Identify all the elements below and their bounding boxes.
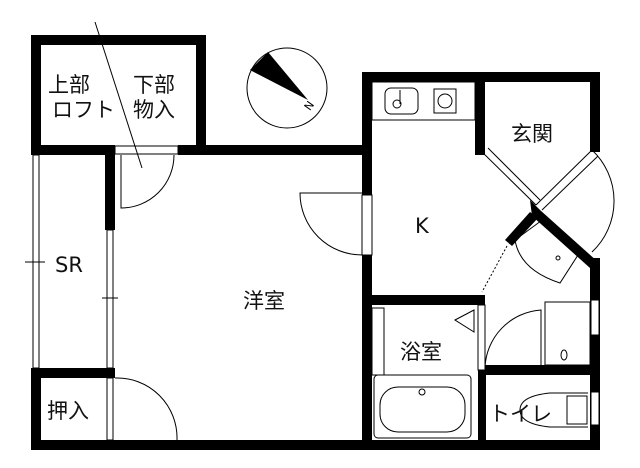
label-kitchen: K	[415, 214, 430, 238]
label-western-room: 洋室	[243, 289, 285, 313]
windows	[25, 145, 600, 441]
kitchen-counter	[371, 81, 476, 121]
label-storage-lower: 下部	[133, 73, 175, 97]
walls	[31, 35, 600, 450]
label-loft-upper: 上部	[48, 73, 90, 97]
bathtub-icon	[373, 374, 472, 439]
washbasin-icon	[514, 217, 579, 284]
toilet-tank-area	[544, 301, 591, 366]
sink-icon	[384, 87, 419, 115]
label-loft: ロフト	[52, 98, 115, 122]
toilet-icon	[519, 392, 588, 428]
label-entrance: 玄関	[511, 122, 553, 146]
label-storage: 物入	[133, 98, 175, 122]
label-bathroom: 浴室	[400, 340, 442, 364]
stove-icon	[433, 88, 457, 114]
doors	[114, 147, 615, 441]
label-toilet: トイレ	[489, 402, 552, 426]
compass-label: N	[302, 99, 317, 113]
label-closet: 押入	[47, 399, 89, 423]
compass-icon: N	[246, 47, 328, 129]
leader-line	[94, 21, 143, 169]
fixtures	[371, 81, 591, 439]
label-sunroom: SR	[55, 253, 83, 277]
